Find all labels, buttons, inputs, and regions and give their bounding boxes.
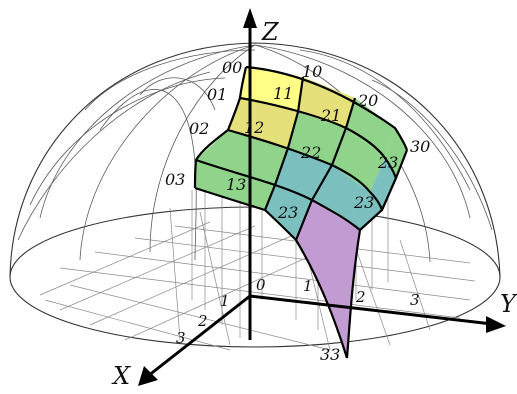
meridian	[79, 44, 256, 261]
grid-line	[39, 221, 211, 296]
point-label-23b: 23	[277, 203, 298, 222]
parallel	[299, 49, 471, 191]
patch-edge	[359, 149, 409, 231]
origin-label: 0	[256, 276, 266, 294]
cell-13	[265, 185, 312, 240]
cell-32	[312, 165, 370, 220]
y-axis-arrowhead	[486, 316, 506, 333]
patch-edge	[295, 239, 349, 359]
point-label-00: 00	[222, 58, 242, 77]
x-tick-2: 2	[197, 312, 208, 330]
patch-edge	[195, 158, 361, 231]
axes	[138, 8, 506, 386]
parallel	[29, 77, 226, 206]
parallel	[371, 79, 493, 231]
grid-line	[69, 284, 331, 351]
grid-line	[44, 299, 231, 351]
point-label-20: 20	[357, 91, 378, 110]
x-axis-arrowhead	[138, 366, 158, 386]
cell-01	[228, 98, 298, 148]
x-axis-label: X	[111, 362, 131, 390]
parallel	[17, 71, 211, 241]
point-label-10: 10	[302, 62, 322, 81]
x-tick-3: 3	[176, 329, 186, 347]
point-label-13: 13	[226, 175, 246, 194]
grid-line	[59, 225, 256, 311]
patch-edges	[193, 65, 409, 359]
hemisphere-base-ellipse	[9, 206, 501, 348]
y-tick-2: 2	[355, 288, 366, 306]
hemisphere-outline	[9, 42, 501, 278]
patch-edge	[227, 128, 384, 211]
y-tick-1: 1	[303, 277, 313, 295]
cell-12	[195, 160, 275, 210]
patch-edge	[294, 97, 357, 241]
point-label-30: 30	[410, 137, 430, 156]
point-label-21: 21	[320, 106, 341, 125]
cell-20	[346, 98, 395, 158]
patch-edge	[239, 96, 398, 179]
y-axis	[249, 294, 493, 326]
meridian	[149, 44, 256, 253]
meridian	[254, 44, 471, 219]
cell-21	[332, 128, 385, 192]
grid-line	[89, 231, 301, 326]
patch-edge	[263, 76, 305, 211]
point-label-33: 33	[320, 345, 340, 364]
parallel	[99, 89, 197, 261]
point-label-01: 01	[207, 85, 227, 104]
point-label-11: 11	[273, 84, 293, 103]
y-tick-3: 3	[410, 291, 420, 309]
cell-33	[296, 200, 360, 358]
cell-11	[288, 112, 346, 165]
z-axis-label: Z	[261, 18, 280, 46]
point-label-23c: 23	[353, 193, 374, 212]
z-axis-arrowhead	[243, 8, 257, 28]
patch-edge	[345, 229, 362, 359]
grid-line	[169, 207, 181, 341]
cell-22	[275, 148, 332, 200]
point-label-03: 03	[165, 170, 185, 189]
point-label-12: 12	[244, 118, 264, 137]
y-axis-label: Y	[500, 290, 517, 318]
point-label-22: 22	[300, 143, 321, 162]
patch-edge	[245, 65, 409, 151]
cell-02	[196, 130, 288, 185]
x-axis	[147, 294, 251, 378]
floor-grid	[39, 190, 476, 351]
patch-edge	[194, 186, 297, 241]
grid-line	[59, 267, 461, 319]
x-tick-1: 1	[220, 292, 230, 310]
patch-edge	[193, 66, 248, 189]
point-label-02: 02	[189, 119, 209, 138]
parallel	[139, 77, 216, 111]
hemisphere-wireframe	[9, 42, 501, 348]
cell-42	[345, 192, 382, 230]
parallel	[84, 49, 256, 111]
point-label-23a: 23	[377, 153, 398, 172]
cell-31	[370, 158, 396, 210]
meridian	[39, 44, 256, 219]
grid-line	[94, 251, 471, 301]
